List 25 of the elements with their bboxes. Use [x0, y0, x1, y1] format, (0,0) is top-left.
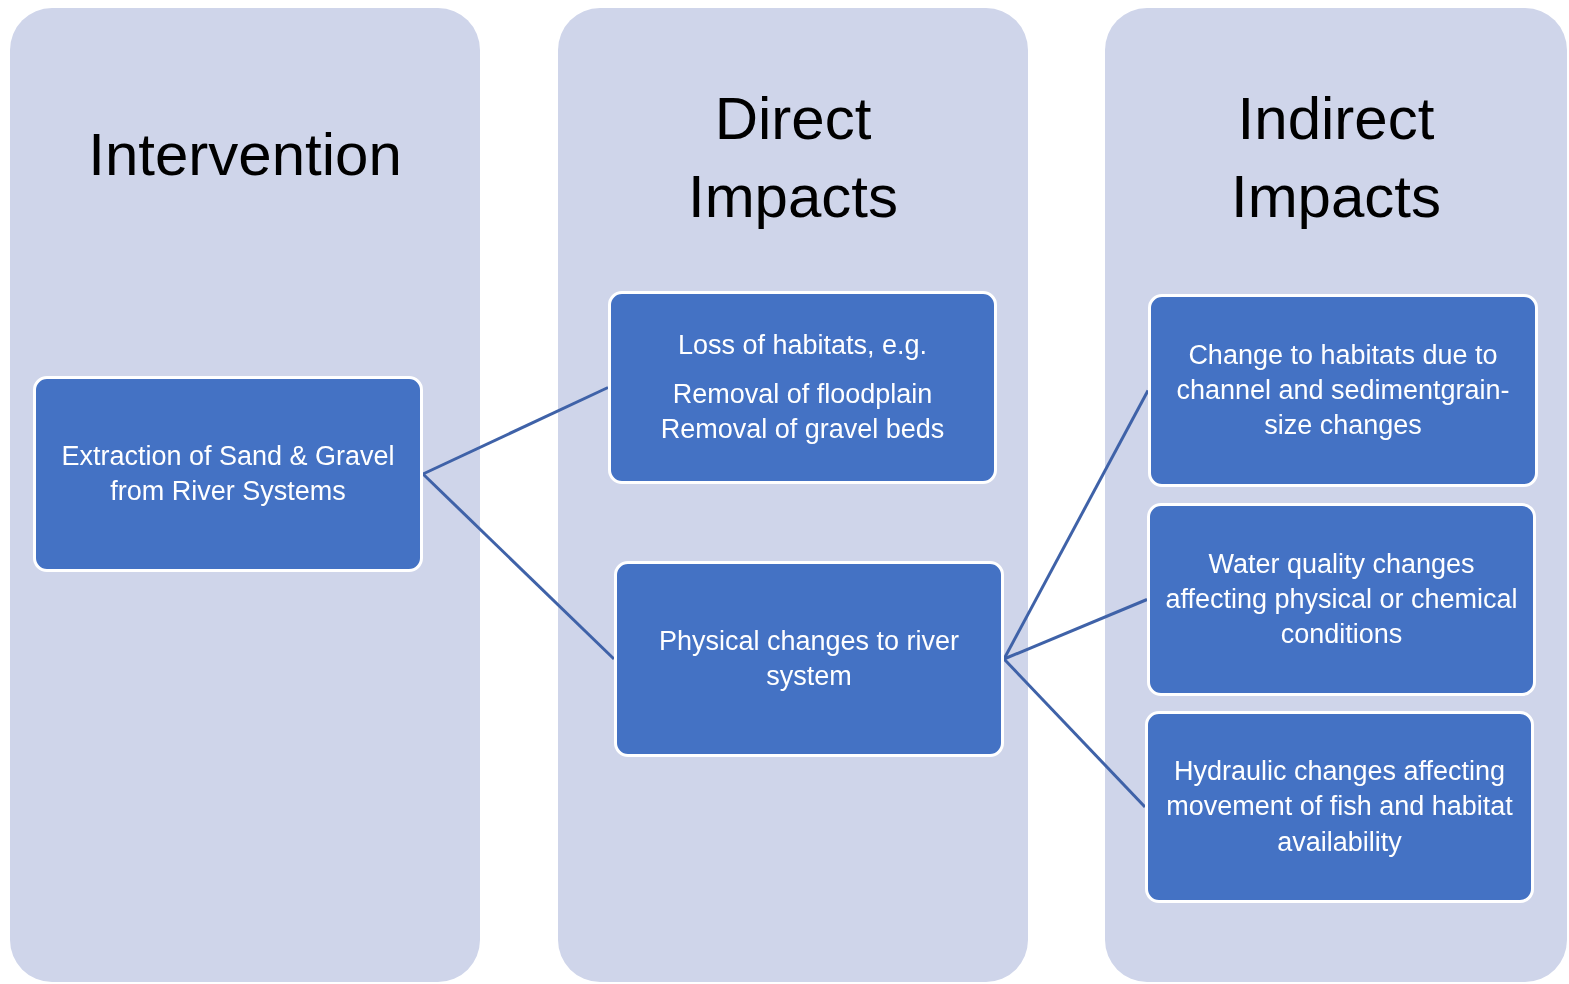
box-text: Loss of habitats, e.g. — [677, 328, 928, 362]
box-text: Physical changes to river system — [657, 624, 961, 693]
connector-line — [422, 386, 609, 476]
column-heading: Intervention — [87, 120, 403, 190]
box-text: Extraction of Sand & Gravel from River Systems — [60, 439, 396, 508]
box-text: Hydraulic changes affecting movement of fish and habitat availability — [1165, 755, 1514, 859]
column-heading: Direct Impacts — [686, 84, 900, 232]
box-text: Removal of floodplain — [672, 377, 933, 411]
column-panel — [1105, 8, 1567, 982]
process-box — [1147, 503, 1536, 696]
connector-line — [1002, 389, 1150, 660]
process-box — [608, 291, 997, 484]
connector-line — [421, 472, 616, 661]
column-panel — [10, 8, 480, 982]
column-heading: Indirect Impacts — [1229, 84, 1443, 232]
process-box — [1145, 711, 1534, 903]
process-box — [614, 561, 1004, 757]
box-text: Removal of gravel beds — [660, 413, 945, 447]
box-text: Water quality changes affecting physical or chemical conditions — [1164, 547, 1519, 652]
process-box — [1148, 294, 1538, 487]
box-text: Change to habitats due to channel and sedimentgrain-size changes — [1175, 338, 1511, 443]
connector-line — [1002, 657, 1147, 809]
process-box — [33, 376, 423, 572]
connector-line — [1003, 598, 1148, 661]
column-panel — [558, 8, 1028, 982]
